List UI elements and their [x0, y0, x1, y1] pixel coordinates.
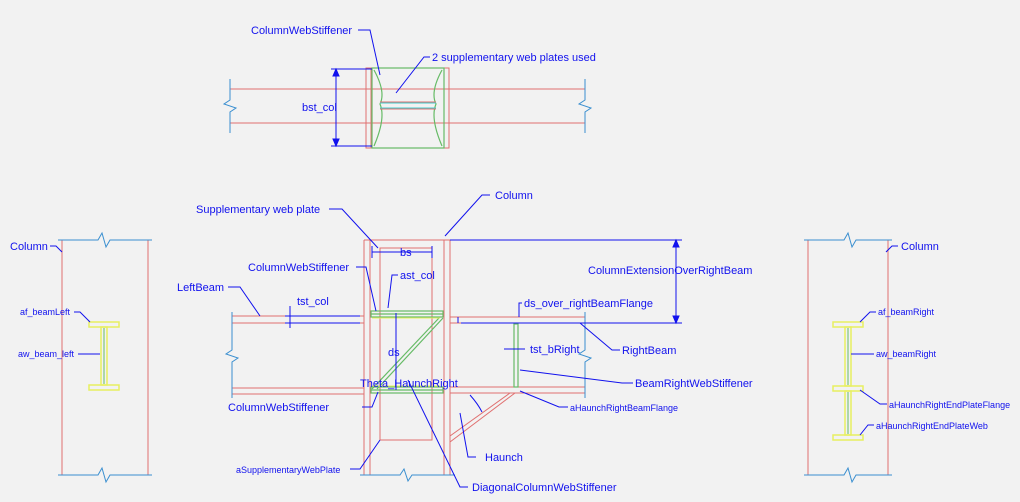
- column-web-stiffener-top-label: ColumnWebStiffener: [251, 25, 352, 37]
- left-beam-label: LeftBeam: [177, 282, 224, 294]
- left-beam-break-line: [224, 312, 240, 398]
- stiffener-welds: [372, 317, 440, 387]
- left-section-view: Column af_beamLeft aw_beam_left: [10, 231, 152, 484]
- right-section-leaders: [851, 245, 898, 436]
- a-haunch-right-end-plate-flange-label: aHaunchRightEndPlateFlange: [889, 400, 1010, 410]
- diagonal-column-web-stiffener-label: DiagonalColumnWebStiffener: [472, 482, 617, 494]
- plan-view: ColumnWebStiffener 2 supplementary web p…: [222, 25, 596, 149]
- beam-right-web-stiffener-label: BeamRightWebStiffener: [635, 378, 753, 390]
- supplementary-web-plate-label: Supplementary web plate: [196, 204, 320, 216]
- right-beam-label: RightBeam: [622, 345, 676, 357]
- left-beam-members: [232, 315, 364, 395]
- tst-col-label: tst_col: [297, 296, 329, 308]
- plan-view-stiffeners: [371, 67, 445, 149]
- left-section-break-lines: [58, 231, 152, 484]
- right-beam-break-line: [577, 312, 593, 398]
- af-beam-right-label: af_beamRight: [878, 307, 935, 317]
- right-section-view: Column af_beamRight aw_beamRight aHaunch…: [804, 231, 1010, 484]
- plan-view-leaders: [358, 29, 430, 94]
- plan-view-beam-lines: [230, 88, 585, 124]
- column-center-label: Column: [495, 190, 533, 202]
- plan-view-break-lines: [222, 79, 593, 133]
- tst-b-right-label: tst_bRight: [530, 344, 580, 356]
- column-break-lines: [360, 467, 455, 483]
- column-right-label: Column: [901, 241, 939, 253]
- aw-beam-left-label: aw_beam_left: [18, 349, 75, 359]
- left-section-i-beam: [88, 321, 120, 391]
- column-web-stiffener-mid-label: ColumnWebStiffener: [248, 262, 349, 274]
- elevation-view: Column Supplementary web plate bs Column…: [177, 190, 753, 494]
- right-section-break-lines: [804, 231, 892, 484]
- ds-over-right-beam-flange-label: ds_over_rightBeamFlange: [524, 298, 653, 310]
- elevation-dimensions: [285, 238, 682, 413]
- elevation-leaders: [228, 194, 633, 488]
- supplementary-web-plate: [379, 247, 433, 441]
- right-section-column: [807, 240, 889, 475]
- ds-label: ds: [388, 347, 400, 359]
- af-beam-left-label: af_beamLeft: [20, 307, 71, 317]
- bst-col-dimension: [331, 67, 372, 148]
- bst-col-label: bst_col: [302, 102, 337, 114]
- haunch-label: Haunch: [485, 452, 523, 464]
- a-supplementary-web-plate-label: aSupplementaryWebPlate: [236, 465, 340, 475]
- aw-beam-right-label: aw_beamRight: [876, 349, 937, 359]
- ast-col-label: ast_col: [400, 270, 435, 282]
- column-left-label: Column: [10, 241, 48, 253]
- right-section-i-beam: [832, 321, 864, 441]
- plan-view-web-plate-welds: [380, 102, 436, 109]
- left-section-leaders: [50, 245, 100, 355]
- column-stiffeners: [370, 310, 519, 394]
- theta-haunch-right-label: Theta_HaunchRight: [360, 378, 458, 390]
- supplementary-plates-note: 2 supplementary web plates used: [432, 52, 596, 64]
- a-haunch-right-end-plate-web-label: aHaunchRightEndPlateWeb: [876, 421, 988, 431]
- a-haunch-right-beam-flange-label: aHaunchRightBeamFlange: [570, 403, 678, 413]
- column-web-stiffener-low-label: ColumnWebStiffener: [228, 402, 329, 414]
- left-section-column: [61, 240, 149, 475]
- column-extension-label: ColumnExtensionOverRightBeam: [588, 265, 752, 277]
- plan-view-web-plates: [380, 101, 436, 110]
- bs-label: bs: [400, 247, 412, 259]
